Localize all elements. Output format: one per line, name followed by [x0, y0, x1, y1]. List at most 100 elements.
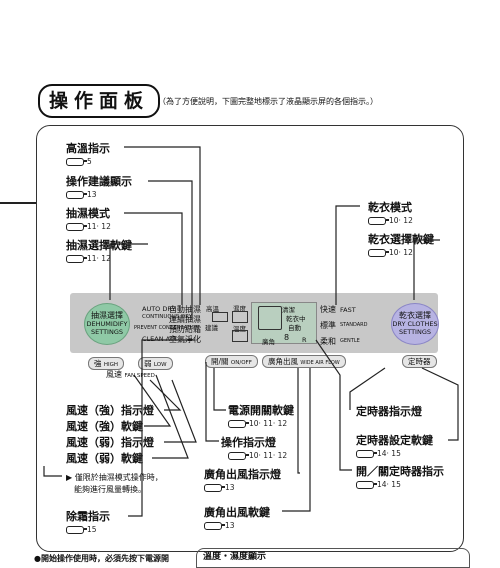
label-op-ind: 操作指示燈	[221, 436, 276, 449]
leader-timer-ind	[349, 367, 386, 410]
leader-wide-key	[282, 368, 311, 512]
ref-op-ind: 10· 11· 12	[228, 451, 287, 460]
fan-note-line1: ▶ 僅限於抽濕模式操作時，	[66, 473, 163, 482]
label-wide-ind: 廣角出風指示燈	[204, 468, 281, 481]
lcd-segment-temp	[232, 330, 248, 342]
hand-pointer-icon	[228, 452, 249, 460]
leader-defrost	[128, 339, 195, 517]
lead-line	[0, 202, 36, 204]
label-fan-low-key: 風速（弱）軟鍵	[66, 452, 143, 465]
hand-pointer-icon	[66, 158, 87, 166]
mode-en-0: AUTO DRY	[142, 305, 176, 313]
mode-zh-0: 自動抽濕	[169, 305, 201, 314]
label-timer-set: 定時器設定軟鍵	[356, 434, 433, 447]
label-fan-high-key: 風速（強）軟鍵	[66, 420, 143, 433]
ref-onoff-timer: 14· 15	[356, 480, 401, 489]
label-wide-key: 廣角出風軟鍵	[204, 506, 270, 519]
label-power-key: 電源開關軟鍵	[228, 404, 294, 417]
dry-mode-std-en: STANDARD	[340, 322, 368, 328]
label-timer-ind: 定時器指示燈	[356, 405, 422, 418]
hand-pointer-icon	[204, 522, 225, 530]
dry-mode-fast-zh: 快速	[320, 305, 336, 314]
label-fan-low-ind: 風速（弱）指示燈	[66, 436, 154, 449]
leader-op-ind	[205, 362, 219, 442]
ref-dehumid-select: 11· 12	[66, 254, 111, 263]
lcd-tag-clean: 清潔	[282, 306, 295, 314]
footer-note: ●開始操作使用時，必須先按下電源開	[34, 554, 169, 563]
leader-high-temp	[124, 146, 201, 305]
lcd-display	[251, 302, 317, 344]
ref-dry-select: 10· 12	[368, 248, 413, 257]
mode-en-2: PREVENT CONDENSATION	[134, 325, 200, 331]
hand-pointer-icon	[228, 420, 249, 428]
leader-fan-note	[43, 466, 62, 477]
lcd-segment-humidity	[232, 311, 248, 323]
hand-pointer-icon	[204, 484, 225, 492]
power-button[interactable]: 開/關 ON/OFF	[205, 355, 258, 368]
fan-note-line2: 能夠進行風量轉換。	[74, 485, 146, 494]
timer-button[interactable]: 定時器	[402, 355, 437, 368]
label-dehumid-select: 抽濕選擇軟鍵	[66, 239, 132, 252]
hand-pointer-icon	[66, 223, 87, 231]
dry-mode-std-zh: 標準	[320, 321, 336, 330]
ref-dry-mode: 10· 12	[368, 216, 413, 225]
leader-fan-high-ind	[149, 379, 182, 411]
label-dehumid-mode: 抽濕模式	[66, 207, 110, 220]
mode-zh-2: 預防結霜	[169, 325, 201, 334]
lcd-tag-wide: 廣角	[262, 338, 275, 346]
lcd-digit: 8	[284, 333, 290, 342]
hand-pointer-icon	[356, 481, 377, 489]
ref-wide-key: 13	[204, 521, 235, 530]
dry-mode-gentle-en: GENTLE	[340, 338, 360, 344]
label-fan-high-ind: 風速（強）指示燈	[66, 404, 154, 417]
house-icon	[258, 306, 282, 330]
ref-dehumid-mode: 11· 12	[66, 222, 111, 231]
label-dry-select: 乾衣選擇軟鍵	[368, 233, 434, 246]
lcd-tag-drying: 乾衣中	[286, 315, 306, 323]
label-op-suggest: 操作建議顯示	[66, 175, 132, 188]
lcd-tag-temp: 溫度	[233, 325, 246, 333]
ref-defrost: 15	[66, 525, 97, 534]
label-defrost: 除霜指示	[66, 510, 110, 523]
title-note: （為了方便說明，下圖完整地標示了液晶顯示屏的各個指示。）	[158, 97, 378, 106]
label-high-temp: 高溫指示	[66, 142, 110, 155]
wide-airflow-button[interactable]: 廣角出風 WIDE AIR FLOW	[262, 355, 346, 368]
ref-timer-set: 14· 15	[356, 449, 401, 458]
page-title: 操作面板	[38, 84, 160, 118]
fan-high-button[interactable]: 強 HIGH	[88, 357, 125, 370]
ref-high-temp: 5	[66, 157, 92, 166]
dry-select-button[interactable]: 乾衣選擇 DRY CLOTHES SETTINGS	[391, 303, 439, 345]
lcd-tag-r: R	[302, 336, 307, 344]
hand-pointer-icon	[66, 526, 87, 534]
leader-fan-low-ind	[164, 379, 197, 443]
leader-wide-ind	[297, 368, 300, 474]
lcd-tag-humidity: 濕度	[233, 305, 246, 313]
leader-dry-select	[413, 239, 440, 300]
mode-zh-1: 連續抽濕	[169, 315, 201, 324]
dry-mode-gentle-zh: 柔和	[320, 337, 336, 346]
label-dry-mode: 乾衣模式	[368, 201, 412, 214]
leader-op-suggest	[148, 180, 193, 320]
lcd-tag-suggest: 建議	[205, 324, 218, 332]
lcd-tag-auto: 自動	[288, 324, 301, 332]
ref-wide-ind: 13	[204, 483, 235, 492]
mode-en-1: CONTINUOUS DRY	[142, 314, 193, 320]
hand-pointer-icon	[66, 191, 87, 199]
leader-power-key	[213, 368, 226, 411]
leader-fan-low-key	[152, 374, 189, 459]
leader-fan-high-key	[133, 374, 172, 427]
hand-pointer-icon	[368, 249, 389, 257]
dry-mode-fast-en: FAST	[340, 306, 356, 314]
temp-humidity-box: 溫度・濕度顯示	[196, 548, 470, 568]
lcd-tag-high: 高溫	[206, 305, 219, 313]
hand-pointer-icon	[368, 217, 389, 225]
leader-onoff-timer	[315, 339, 352, 471]
leader-dry-mode	[335, 205, 360, 305]
leader-timer-set	[421, 367, 459, 441]
hand-pointer-icon	[66, 255, 87, 263]
label-onoff-timer: 開／關定時器指示	[356, 465, 444, 478]
fan-speed-label: 風速 FAN SPEED	[106, 370, 155, 379]
dehumid-select-button[interactable]: 抽濕選擇 DEHUMIDIFY SETTINGS	[84, 303, 130, 345]
fan-low-button[interactable]: 弱 LOW	[138, 357, 173, 370]
